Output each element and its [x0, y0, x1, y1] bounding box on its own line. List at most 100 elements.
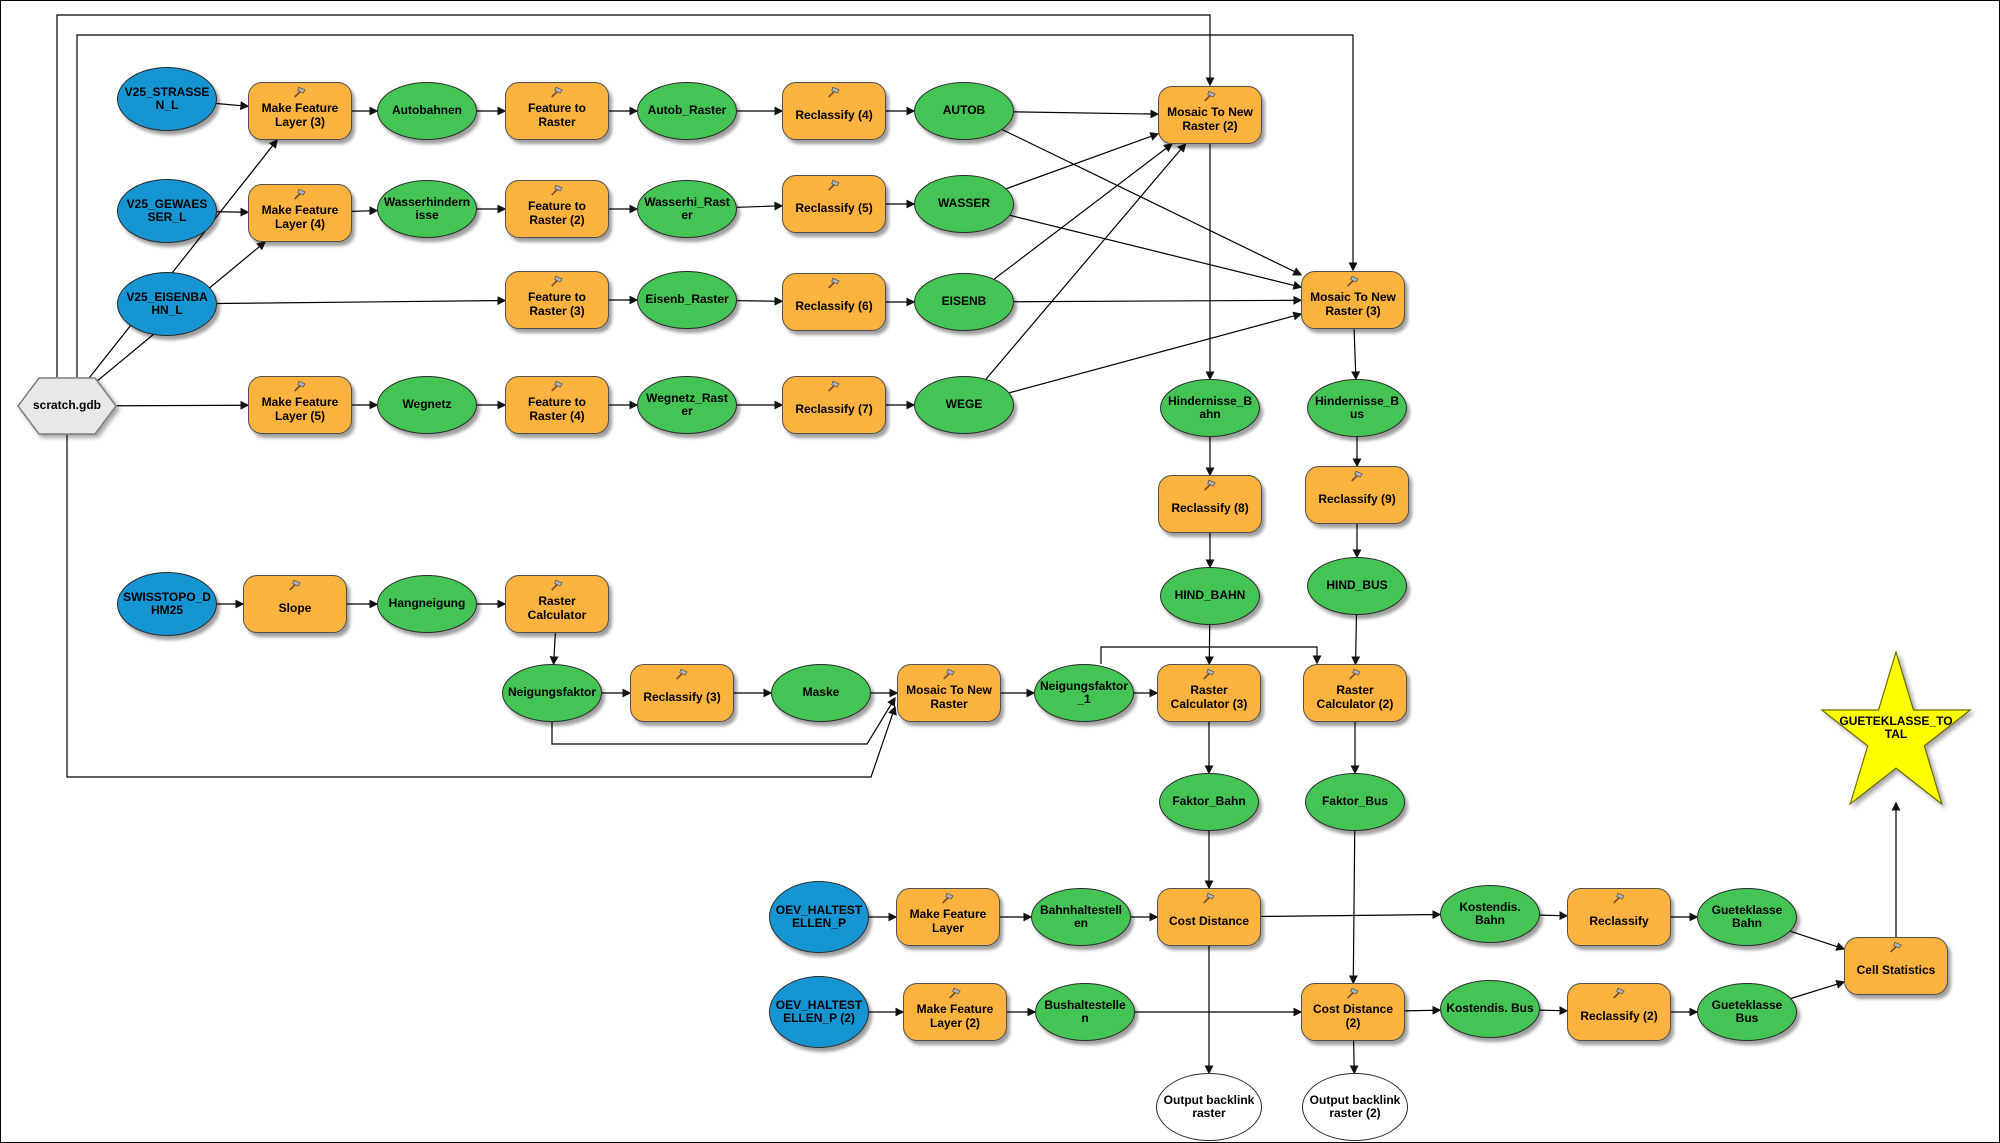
- tool-ftr3[interactable]: Feature to Raster (3): [505, 271, 609, 329]
- node-label: Autob_Raster: [647, 103, 727, 118]
- derived-hangneigung[interactable]: Hangneigung: [377, 575, 477, 633]
- derived-neigungsfaktor_1[interactable]: Neigungsfaktor_1: [1034, 664, 1134, 722]
- tool-rc9[interactable]: Reclassify (9): [1305, 466, 1409, 524]
- node-label: Faktor_Bahn: [1172, 794, 1246, 809]
- tool-cd2[interactable]: Cost Distance (2): [1301, 983, 1405, 1041]
- tool-ftr[interactable]: Feature to Raster: [505, 82, 609, 140]
- node-label: Reclassify (5): [795, 200, 873, 215]
- node-label: Feature to Raster (2): [527, 199, 586, 227]
- tool-rc8[interactable]: Reclassify (8): [1158, 475, 1262, 533]
- node-label: Mosaic To New Raster (3): [1310, 290, 1396, 318]
- node-label: Cell Statistics: [1856, 962, 1936, 977]
- tool-rcalc[interactable]: Raster Calculator: [505, 575, 609, 633]
- tool-cellstats[interactable]: Cell Statistics: [1844, 937, 1948, 995]
- node-label: Reclassify (3): [643, 689, 721, 704]
- hammer-icon: [1204, 479, 1216, 491]
- derived-autob[interactable]: AUTOB: [914, 82, 1014, 140]
- node-label: Wasserhi_Raster: [644, 194, 730, 222]
- derived-wegnetz_raster[interactable]: Wegnetz_Raster: [637, 376, 737, 434]
- edge-autob-to-mtnr2: [1013, 109, 1160, 119]
- edge-cd2-to-output_backlink_2: [1349, 1040, 1359, 1075]
- hammer-icon: [1204, 90, 1216, 102]
- tool-rc2[interactable]: Reclassify (2): [1567, 983, 1671, 1041]
- derived-faktor_bahn[interactable]: Faktor_Bahn: [1159, 773, 1259, 831]
- tool-rc3[interactable]: Reclassify (3): [630, 664, 734, 722]
- derived-gueteklasse_bahn[interactable]: Gueteklasse Bahn: [1697, 888, 1797, 946]
- tool-mfl4[interactable]: Make Feature Layer (4): [248, 184, 352, 242]
- edge-wasserhi_raster-to-rc5: [736, 201, 784, 211]
- node-label: Faktor_Bus: [1321, 794, 1389, 809]
- edge-faktor_bus-to-cd2: [1348, 830, 1358, 985]
- input-oev_haltestellen_p_2[interactable]: OEV_HALTESTELLEN_P (2): [769, 976, 869, 1048]
- derived-autob_raster[interactable]: Autob_Raster: [637, 82, 737, 140]
- output-output_backlink[interactable]: Output backlink raster: [1156, 1073, 1262, 1141]
- edge-cd2-to-kostendis_bus: [1404, 1005, 1442, 1015]
- derived-eisenb_raster[interactable]: Eisenb_Raster: [637, 271, 737, 329]
- tool-slope[interactable]: Slope: [243, 575, 347, 633]
- tool-rc4[interactable]: Reclassify (4): [782, 82, 886, 140]
- derived-hindernisse_bus[interactable]: Hindernisse_Bus: [1307, 379, 1407, 437]
- edge-scratch_gdb-to-mfl5: [116, 400, 250, 410]
- derived-faktor_bus[interactable]: Faktor_Bus: [1305, 773, 1405, 831]
- input-v25_gewaesser_l[interactable]: V25_GEWAESSER_L: [117, 179, 217, 243]
- derived-wegnetz[interactable]: Wegnetz: [377, 376, 477, 434]
- derived-wasser[interactable]: WASSER: [914, 175, 1014, 233]
- tool-mfl2[interactable]: Make Feature Layer (2): [903, 983, 1007, 1041]
- derived-kostendis_bahn[interactable]: Kostendis. Bahn: [1440, 885, 1540, 943]
- derived-wasserhi_raster[interactable]: Wasserhi_Raster: [637, 180, 737, 238]
- edge-scratch_gdb-to-mtnr: [66, 435, 897, 778]
- tool-mtnr[interactable]: Mosaic To New Raster: [897, 664, 1001, 722]
- tool-ftr4[interactable]: Feature to Raster (4): [505, 376, 609, 434]
- node-label: Mosaic To New Raster: [906, 683, 992, 711]
- input-v25_eisenbahn_l[interactable]: V25_EISENBAHN_L: [117, 272, 217, 336]
- node-label: Raster Calculator: [527, 594, 587, 622]
- derived-wasserhindernisse[interactable]: Wasserhindernisse: [377, 180, 477, 238]
- node-label: Neigungsfaktor_1: [1040, 678, 1129, 706]
- tool-rcalc3[interactable]: Raster Calculator (3): [1157, 664, 1261, 722]
- node-label: Raster Calculator (2): [1316, 683, 1394, 711]
- tool-ftr2[interactable]: Feature to Raster (2): [505, 180, 609, 238]
- edge-eisenb-to-mtnr3: [1013, 295, 1303, 305]
- tool-rc5[interactable]: Reclassify (5): [782, 175, 886, 233]
- node-label: Eisenb_Raster: [645, 292, 729, 307]
- hammer-icon: [551, 86, 563, 98]
- tool-rc6[interactable]: Reclassify (6): [782, 273, 886, 331]
- node-label: V25_GEWAESSER_L: [126, 196, 208, 224]
- input-swisstopo_dhm25[interactable]: SWISSTOPO_DHM25: [117, 572, 217, 636]
- tool-mfl[interactable]: Make Feature Layer: [896, 888, 1000, 946]
- workspace-scratch_gdb[interactable]: scratch.gdb: [17, 377, 117, 435]
- derived-bushaltestellen[interactable]: Bushaltestellen: [1035, 983, 1135, 1041]
- derived-autobahnen[interactable]: Autobahnen: [377, 82, 477, 140]
- tool-mfl5[interactable]: Make Feature Layer (5): [248, 376, 352, 434]
- star-gueteklasse_total[interactable]: GUETEKLASSE_TOTAL: [1816, 650, 1976, 822]
- derived-hind_bus[interactable]: HIND_BUS: [1307, 557, 1407, 615]
- tool-rcalc2[interactable]: Raster Calculator (2): [1303, 664, 1407, 722]
- input-v25_strassen_l[interactable]: V25_STRASSEN_L: [117, 67, 217, 131]
- derived-maske[interactable]: Maske: [771, 664, 871, 722]
- node-label: Maske: [802, 685, 840, 700]
- derived-neigungsfaktor[interactable]: Neigungsfaktor: [502, 664, 602, 722]
- derived-hind_bahn[interactable]: HIND_BAHN: [1160, 567, 1260, 625]
- edge-autob-to-mtnr3: [1002, 129, 1303, 276]
- edge-kostendis_bahn-to-rc: [1539, 911, 1569, 921]
- hexagon-shape: [17, 377, 117, 435]
- derived-kostendis_bus[interactable]: Kostendis. Bus: [1440, 980, 1540, 1038]
- derived-eisenb[interactable]: EISENB: [914, 273, 1014, 331]
- edge-neigungsfaktor_1-to-rcalc2: [1100, 646, 1322, 665]
- node-label: Output backlink raster (2): [1309, 1092, 1401, 1120]
- output-output_backlink_2[interactable]: Output backlink raster (2): [1302, 1073, 1408, 1141]
- tool-mtnr2[interactable]: Mosaic To New Raster (2): [1158, 86, 1262, 144]
- input-oev_haltestellen_p[interactable]: OEV_HALTESTELLEN_P: [769, 881, 869, 953]
- derived-wege[interactable]: WEGE: [914, 376, 1014, 434]
- tool-mtnr3[interactable]: Mosaic To New Raster (3): [1301, 271, 1405, 329]
- node-label: Gueteklasse Bahn: [1711, 902, 1783, 930]
- tool-rc7[interactable]: Reclassify (7): [782, 376, 886, 434]
- derived-bahnhaltestellen[interactable]: Bahnhaltestellen: [1031, 888, 1131, 946]
- tool-rc[interactable]: Reclassify: [1567, 888, 1671, 946]
- node-label: Slope: [278, 600, 312, 615]
- tool-cd[interactable]: Cost Distance: [1157, 888, 1261, 946]
- derived-hindernisse_bahn[interactable]: Hindernisse_Bahn: [1160, 379, 1260, 437]
- tool-mfl3[interactable]: Make Feature Layer (3): [248, 82, 352, 140]
- derived-gueteklasse_bus[interactable]: Gueteklasse Bus: [1697, 983, 1797, 1041]
